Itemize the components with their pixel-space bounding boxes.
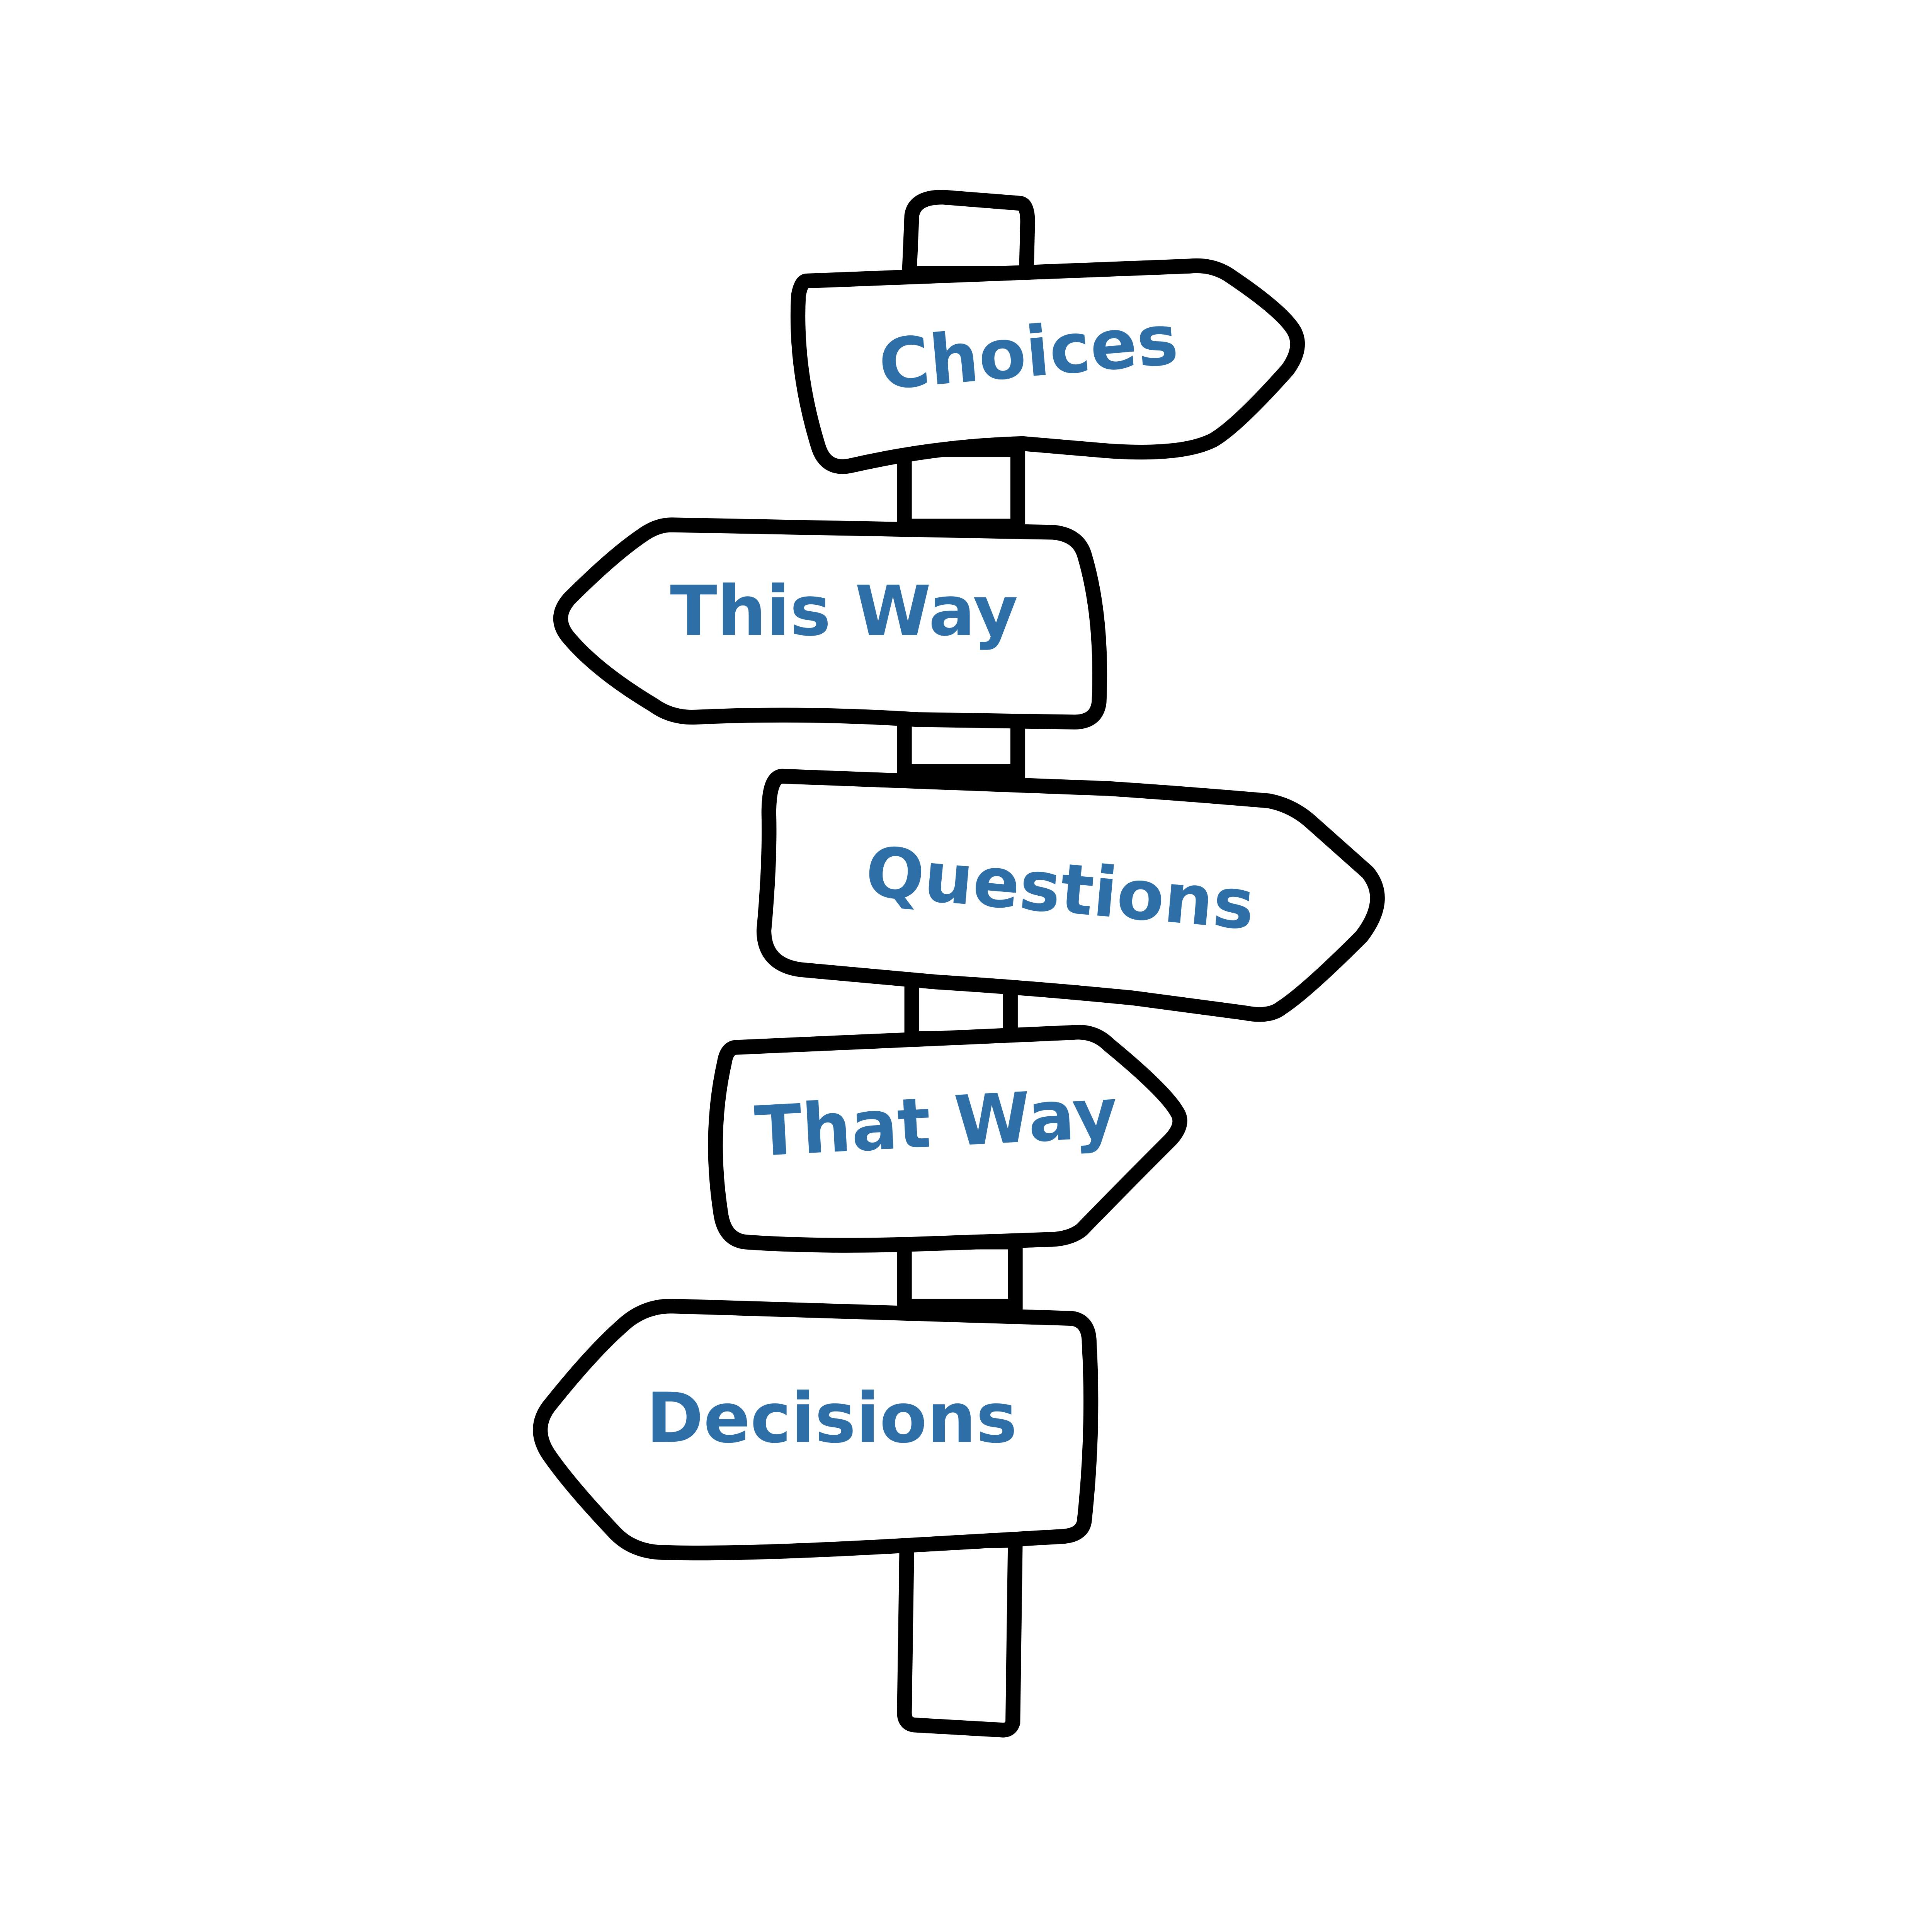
sign-decisions: Decisions	[533, 1298, 1099, 1561]
sign-that-way: That Way	[708, 1025, 1187, 1253]
pole-segment	[897, 1235, 1023, 1314]
sign-questions: Questions	[756, 769, 1385, 1022]
pole-top	[901, 190, 1035, 281]
sign-label: That Way	[753, 1073, 1120, 1172]
sign-choices: Choices	[790, 258, 1305, 474]
sign-this-way: This Way	[553, 517, 1107, 730]
sign-label: This Way	[670, 571, 1018, 651]
pole-segment	[897, 442, 1026, 534]
pole-bottom	[897, 1532, 1023, 1738]
sign-label: Decisions	[646, 1378, 1017, 1459]
